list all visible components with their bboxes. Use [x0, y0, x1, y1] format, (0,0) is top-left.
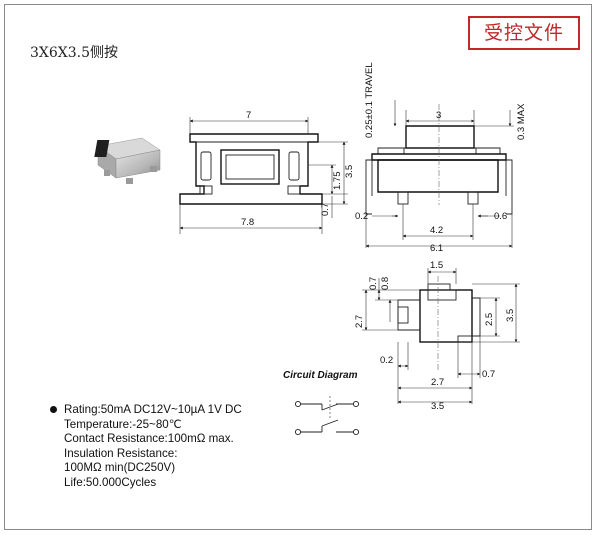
dim-front-width-bottom: 7.8: [241, 217, 254, 228]
side-view: [365, 100, 514, 248]
dim-bottom-top-width: 1.5: [430, 260, 443, 271]
dim-bottom-27-width: 2.7: [431, 377, 444, 388]
bullet-icon: [50, 406, 57, 413]
bottom-view: [362, 268, 520, 404]
dim-front-foot-height: 0.7: [320, 203, 331, 216]
spec-rating: Rating:50mA DC12V~10µA 1V DC: [64, 403, 242, 416]
spec-insulation-value: 100MΩ min(DC250V): [64, 461, 176, 475]
front-view: [179, 117, 348, 234]
dim-front-height: 3.5: [344, 165, 355, 178]
spec-insulation-resistance: Insulation Resistance:: [64, 446, 178, 460]
dim-side-left-offset: 0.2: [355, 211, 368, 222]
dim-side-right-offset: 0.6: [494, 211, 507, 222]
dim-bottom-25-height: 2.5: [484, 313, 495, 326]
specifications-list: Rating:50mA DC12V~10µA 1V DC Temperature…: [50, 403, 242, 491]
dim-bottom-07-right: 0.7: [482, 369, 495, 380]
spec-life: Life:50.000Cycles: [64, 475, 157, 489]
dim-bottom-35-width: 3.5: [431, 401, 444, 412]
dim-side-max: 0.3 MAX: [516, 103, 527, 140]
switch-photo: [94, 137, 161, 184]
dim-bottom-35-height: 3.5: [505, 309, 516, 322]
dim-side-total-width: 6.1: [430, 243, 443, 254]
dim-bottom-08: 0.8: [380, 277, 391, 290]
dim-front-width-top: 7: [246, 110, 251, 121]
dim-bottom-02: 0.2: [380, 355, 393, 366]
dim-bottom-07-left: 0.7: [368, 277, 379, 290]
controlled-document-stamp: 受控文件: [468, 16, 580, 50]
dim-bottom-27-height: 2.7: [354, 315, 365, 328]
circuit-diagram-label: Circuit Diagram: [283, 370, 358, 381]
dim-side-pin-span: 4.2: [430, 225, 443, 236]
page-frame: [4, 4, 592, 530]
circuit-diagram: [294, 396, 360, 436]
spec-contact-resistance: Contact Resistance:100mΩ max.: [64, 432, 234, 446]
spec-temperature: Temperature:-25~80℃: [64, 417, 182, 431]
dim-side-actuator-width: 3: [436, 110, 441, 121]
page-title: 3X6X3.5侧按: [30, 45, 119, 61]
dim-front-slot-height: 1.75: [332, 172, 343, 191]
dim-side-travel: 0.25±0.1 TRAVEL: [364, 62, 375, 138]
